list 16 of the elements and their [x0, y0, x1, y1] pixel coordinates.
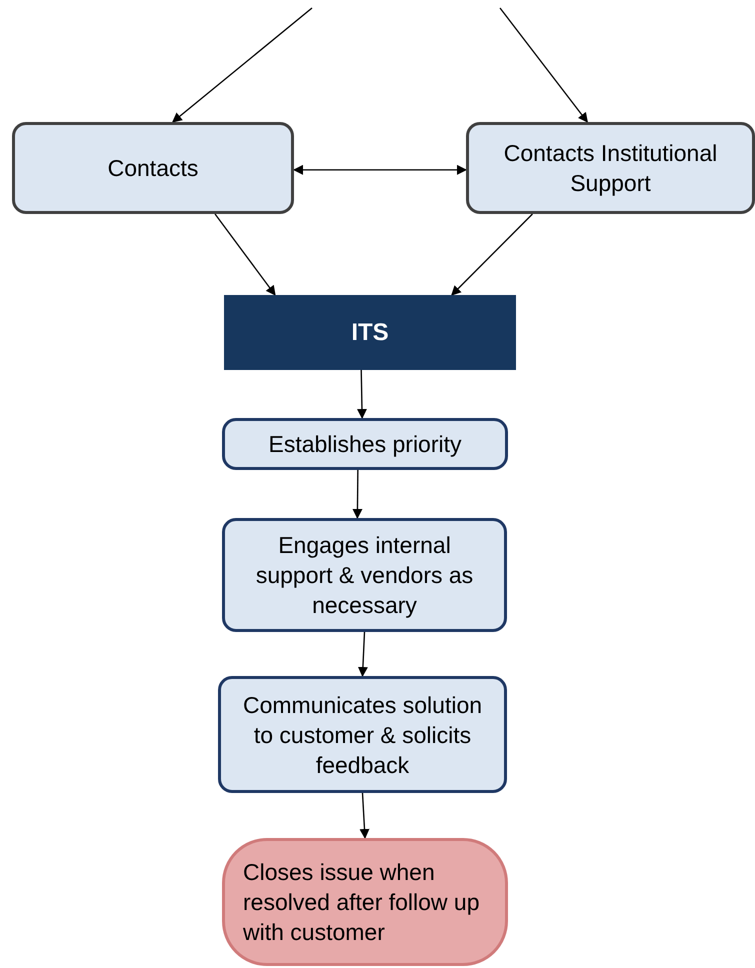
arrow [214, 214, 276, 296]
process-box: Contacts Institutional Support [466, 122, 755, 214]
arrow [356, 370, 367, 419]
header-box: ITS [224, 295, 516, 370]
terminal-box: Closes issue when resolved after follow up with customer [222, 838, 508, 966]
arrow [293, 164, 467, 175]
arrow [360, 792, 370, 839]
arrow [358, 632, 368, 677]
process-box: Engages internal support & vendors as necessary [222, 518, 507, 632]
arrow [451, 214, 533, 296]
arrow [499, 8, 588, 123]
process-box: Establishes priority [222, 418, 508, 470]
process-box: Communicates solution to customer & solicits feedback [218, 676, 507, 793]
arrow [352, 470, 362, 519]
process-box: Contacts [12, 122, 294, 214]
arrow [172, 8, 312, 123]
